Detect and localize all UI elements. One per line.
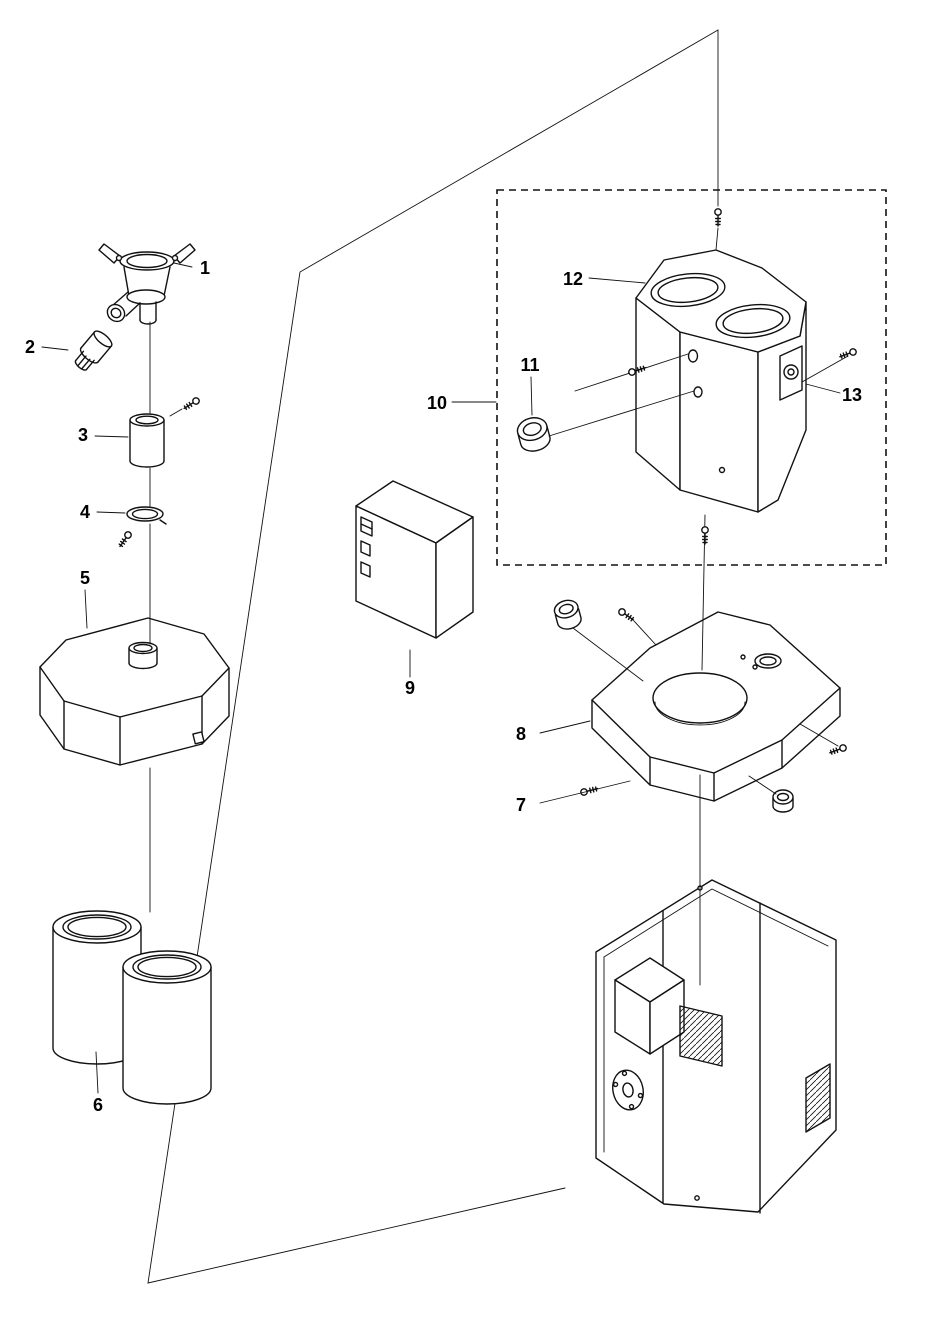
callout-7: 7 xyxy=(516,795,526,815)
callout-13: 13 xyxy=(842,385,862,405)
callout-3: 3 xyxy=(78,425,88,445)
part-8-top-plate xyxy=(591,611,841,802)
screw-icon xyxy=(628,365,647,376)
part-9-electrical-box xyxy=(355,480,474,639)
part-3-cylinder-adapter xyxy=(129,408,183,468)
callout-leader-lines xyxy=(41,262,841,1094)
callout-2: 2 xyxy=(25,337,35,357)
callout-4: 4 xyxy=(80,502,90,522)
screw-icon xyxy=(839,348,857,359)
callout-6: 6 xyxy=(93,1095,103,1115)
part-5-tank-lid xyxy=(39,617,230,766)
screw-icon xyxy=(701,526,709,545)
background-plane xyxy=(147,29,719,1284)
part-6-filter-canisters xyxy=(52,910,212,1105)
part-13-latch xyxy=(779,345,803,401)
plate-nut xyxy=(772,789,794,813)
callout-9: 9 xyxy=(405,678,415,698)
callout-5: 5 xyxy=(80,568,90,588)
internal-mount-box xyxy=(614,957,685,1055)
side-vent xyxy=(805,1063,831,1133)
callout-labels: 1 2 3 4 5 6 7 8 9 10 11 12 13 xyxy=(25,258,862,1115)
machine-housing xyxy=(595,879,837,1214)
screw-icon xyxy=(118,531,132,548)
screw-icon xyxy=(618,608,635,622)
callout-10: 10 xyxy=(427,393,447,413)
pump-flange xyxy=(612,1069,644,1111)
screws xyxy=(118,208,857,796)
plate-knob xyxy=(553,599,582,630)
callout-1: 1 xyxy=(200,258,210,278)
part-1-camlock-coupling xyxy=(98,243,196,325)
vent-louvers xyxy=(679,1005,723,1067)
part-12-dual-port-reservoir xyxy=(635,249,807,513)
switch-panel xyxy=(360,516,373,578)
screw-icon xyxy=(714,208,722,227)
part-2-hose-adapter xyxy=(74,330,113,371)
part-4-clamp-ring xyxy=(126,506,167,525)
screw-icon xyxy=(183,397,200,411)
part-11-filler-cap xyxy=(516,417,551,452)
part-10-assembly-boundary xyxy=(496,189,887,566)
screw-icon xyxy=(829,744,847,755)
callout-11: 11 xyxy=(520,355,539,375)
callout-8: 8 xyxy=(516,724,526,744)
callout-12: 12 xyxy=(563,269,583,289)
